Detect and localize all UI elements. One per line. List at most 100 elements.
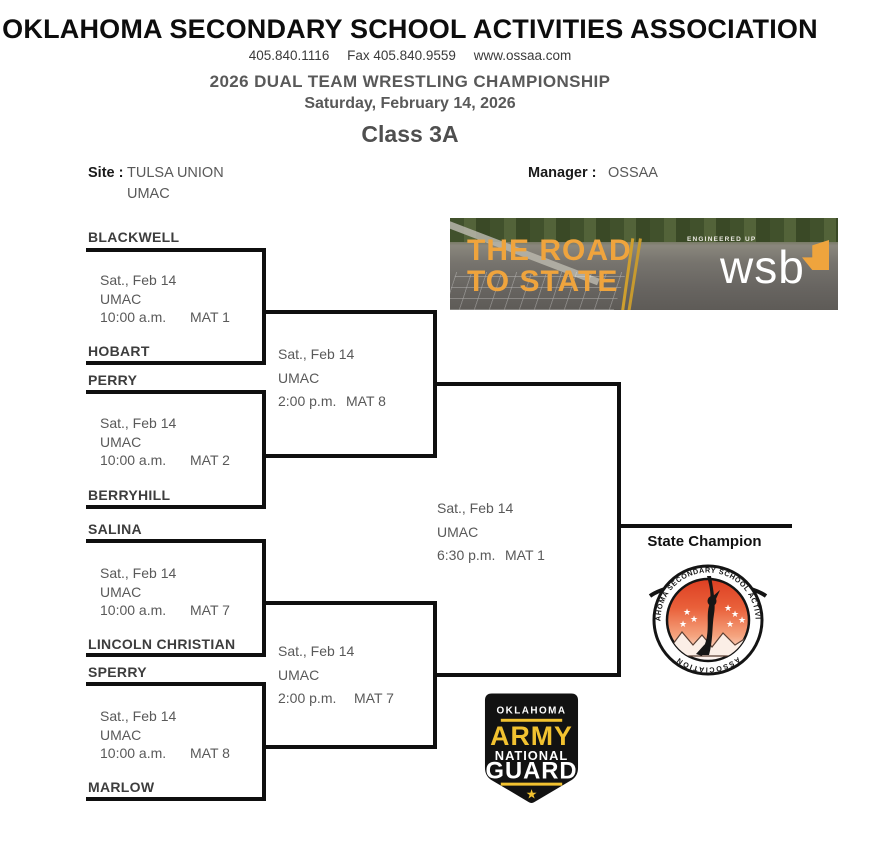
guard-state-text: OKLAHOMA [496,705,566,716]
match-time: 10:00 a.m. [100,309,167,325]
banner-headline-line2: TO STATE [467,265,619,298]
wsb-wordmark: wsb [720,241,805,293]
contact-line: 405.840.1116 Fax 405.840.9559 www.ossaa.… [0,48,820,63]
line-team-salina [86,539,266,543]
wsb-arrow-icon [802,240,829,270]
match-venue: UMAC [100,433,142,450]
match-date: Sat., Feb 14 [278,643,355,659]
match-info-qf3: Sat., Feb 14 UMAC 10:00 a.m. MAT 7 [100,564,230,620]
match-info-sf1: Sat., Feb 14 UMAC 2:00 p.m. MAT 8 [278,343,386,414]
line-qf1-winner [262,310,437,314]
guard-national-text: NATIONAL [495,748,568,763]
match-date: Sat., Feb 14 [100,272,177,288]
site-venue: UMAC [127,186,170,202]
manager-name: OSSAA [608,165,658,181]
match-date: Sat., Feb 14 [278,346,355,362]
svg-text:★: ★ [683,607,691,617]
line-team-marlow [86,797,266,801]
fax-number: Fax 405.840.9559 [347,48,456,63]
match-time: 10:00 a.m. [100,745,167,761]
line-qf2-vertical [262,390,266,509]
match-venue: UMAC [278,369,320,386]
banner-headline: THE ROAD TO STATE [467,235,632,297]
line-qf4-vertical [262,682,266,801]
match-date: Sat., Feb 14 [100,415,177,431]
match-time: 10:00 a.m. [100,452,167,468]
match-info-qf4: Sat., Feb 14 UMAC 10:00 a.m. MAT 8 [100,707,230,763]
match-venue: UMAC [100,726,142,743]
team-sperry: SPERRY [88,664,147,680]
line-team-blackwell [86,248,266,252]
seal-archer-silhouette [696,576,720,656]
match-mat: MAT 1 [190,309,230,325]
svg-text:★: ★ [679,619,687,629]
match-mat: MAT 8 [190,745,230,761]
svg-text:★: ★ [724,603,732,613]
match-mat: MAT 7 [190,602,230,618]
match-info-qf2: Sat., Feb 14 UMAC 10:00 a.m. MAT 2 [100,414,230,470]
line-team-lincoln-christian [86,653,266,657]
match-venue: UMAC [100,583,142,600]
match-mat: MAT 7 [354,690,394,706]
banner-headline-line1: THE ROAD [467,234,632,267]
svg-text:★: ★ [690,614,698,624]
event-title: 2026 DUAL TEAM WRESTLING CHAMPIONSHIP [209,72,611,91]
line-team-hobart [86,361,266,365]
match-mat: MAT 8 [346,393,386,409]
match-info-qf1: Sat., Feb 14 UMAC 10:00 a.m. MAT 1 [100,271,230,327]
team-berryhill: BERRYHILL [88,487,171,503]
state-champion-label: State Champion [647,533,762,550]
svg-text:★: ★ [731,609,739,619]
event-date: Saturday, February 14, 2026 [304,95,516,112]
team-hobart: HOBART [88,343,150,359]
line-team-perry [86,390,266,394]
line-qf4-winner [262,745,437,749]
army-national-guard-logo: OKLAHOMA ARMY NATIONAL GUARD ★ [484,693,579,803]
seal-stars: ★★★ ★★★★ [679,603,746,629]
match-time: 2:00 p.m. [278,393,337,409]
line-sf2-winner [433,673,621,677]
line-team-berryhill [86,505,266,509]
match-mat: MAT 1 [505,547,545,563]
match-time: 2:00 p.m. [278,690,337,706]
line-qf1-vertical [262,248,266,365]
org-title: OKLAHOMA SECONDARY SCHOOL ACTIVITIES ASS… [2,14,818,44]
match-time: 6:30 p.m. [437,547,496,563]
match-mat: MAT 2 [190,452,230,468]
team-marlow: MARLOW [88,779,155,795]
line-final-vertical [617,382,621,677]
svg-text:★: ★ [738,615,746,625]
match-venue: UMAC [437,523,479,540]
line-champion [617,524,792,528]
match-date: Sat., Feb 14 [100,565,177,581]
match-venue: UMAC [278,666,320,683]
manager-label: Manager : [528,165,597,181]
line-team-sperry [86,682,266,686]
team-blackwell: BLACKWELL [88,229,180,245]
site-label: Site : [88,165,124,181]
line-qf2-winner [262,454,437,458]
match-date: Sat., Feb 14 [100,708,177,724]
svg-text:★: ★ [726,619,734,629]
match-info-final: Sat., Feb 14 UMAC 6:30 p.m. MAT 1 [437,497,545,568]
team-lincoln-christian: LINCOLN CHRISTIAN [88,636,236,652]
line-qf3-winner [262,601,437,605]
match-time: 10:00 a.m. [100,602,167,618]
guard-rule-bottom [500,782,563,786]
site-name: TULSA UNION [127,165,224,181]
guard-star-icon: ★ [526,787,538,802]
guard-rule-top [500,718,563,722]
ossaa-seal-logo: ★★★ ★★★★ OKLAHOMA SECONDARY SCHOOL ACTIV… [646,556,768,676]
team-salina: SALINA [88,521,142,537]
team-perry: PERRY [88,372,138,388]
guard-army-text: ARMY [490,721,573,751]
phone-number: 405.840.1116 [248,48,330,63]
wsb-road-to-state-banner: THE ROAD TO STATE ENGINEERED UP wsb [450,218,838,310]
match-date: Sat., Feb 14 [437,500,514,516]
class-label: Class 3A [361,121,459,147]
website-link: www.ossaa.com [473,48,572,63]
match-venue: UMAC [100,290,142,307]
banner-trees-photo [450,218,838,242]
line-qf3-vertical [262,539,266,657]
